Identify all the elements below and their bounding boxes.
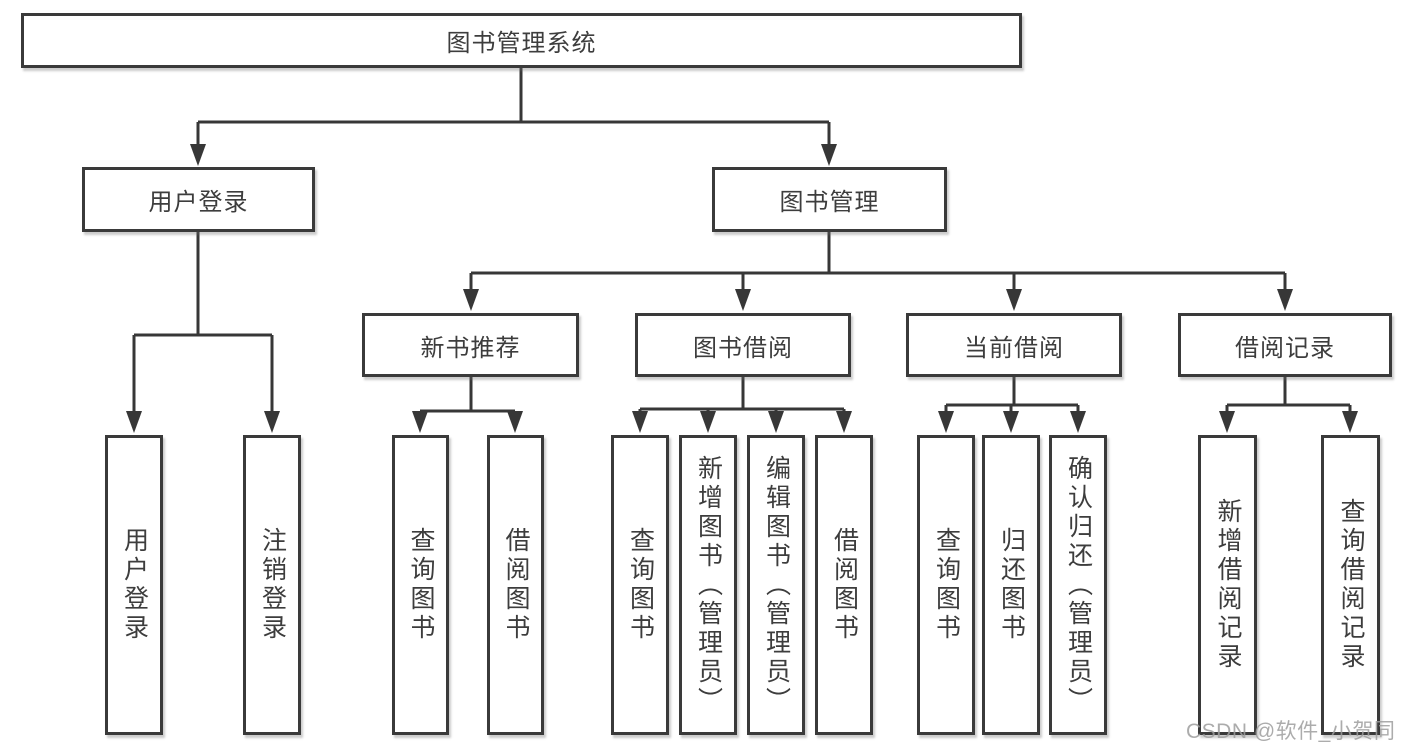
node-new-book-recommend: 新书推荐	[362, 313, 579, 377]
arrowhead	[632, 411, 648, 433]
leaf-query-books-current: 查询图书	[917, 435, 975, 735]
leaf-user-login: 用户登录	[105, 435, 163, 735]
leaf-add-book-admin: 新增图书（管理员）	[679, 435, 737, 735]
leaf-confirm-return-admin: 确认归还（管理员）	[1049, 435, 1107, 735]
leaf-edit-book-admin: 编辑图书（管理员）	[747, 435, 805, 735]
arrowhead	[735, 289, 751, 311]
leaf-return-book: 归还图书	[982, 435, 1040, 735]
node-book-borrowing: 图书借阅	[635, 313, 851, 377]
csdn-watermark: CSDN @软件_小贺同学	[1186, 720, 1396, 743]
leaf-logout: 注销登录	[243, 435, 301, 735]
leaf-query-borrow-record: 查询借阅记录	[1321, 435, 1380, 735]
node-user-login: 用户登录	[82, 167, 315, 232]
arrowhead	[1342, 411, 1358, 433]
arrowhead	[836, 411, 852, 433]
leaf-add-borrow-record: 新增借阅记录	[1198, 435, 1257, 735]
node-borrowing-records: 借阅记录	[1178, 313, 1392, 377]
leaf-borrow-books-borrowing: 借阅图书	[815, 435, 873, 735]
leaf-query-books-recommend: 查询图书	[392, 435, 449, 735]
arrowhead	[1219, 411, 1235, 433]
arrowhead	[412, 411, 428, 433]
node-book-management: 图书管理	[712, 167, 947, 232]
leaf-borrow-books-recommend: 借阅图书	[487, 435, 544, 735]
arrowhead	[768, 411, 784, 433]
arrowhead	[700, 411, 716, 433]
leaf-query-books-borrowing: 查询图书	[611, 435, 669, 735]
arrowhead	[264, 411, 280, 433]
arrowhead	[190, 144, 206, 166]
arrowhead	[821, 144, 837, 166]
node-library-management-system: 图书管理系统	[21, 13, 1022, 68]
arrowhead	[1003, 411, 1019, 433]
node-current-borrowing: 当前借阅	[906, 313, 1122, 377]
arrowhead	[1277, 289, 1293, 311]
arrowhead	[938, 411, 954, 433]
arrowhead	[126, 411, 142, 433]
arrowhead	[463, 289, 479, 311]
arrowhead	[1070, 411, 1086, 433]
arrowhead	[507, 411, 523, 433]
arrowhead	[1006, 289, 1022, 311]
